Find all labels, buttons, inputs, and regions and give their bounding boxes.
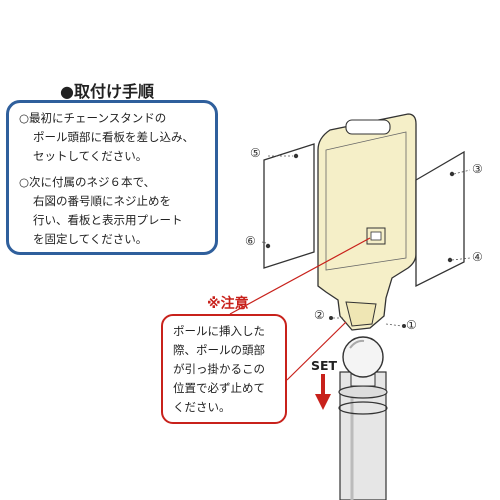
caution-line-4: 位置で必ず止めて: [173, 381, 265, 395]
page-title: ●取付け手順: [60, 82, 154, 101]
step-2: ○次に付属のネジ６本で、 右図の番号順にネジ止めを 行い、看板と表示用プレート …: [19, 173, 183, 249]
caution-text: ポールに挿入した 際、ポールの頭部 が引っ掛かるこの 位置で必ず止めて ください…: [173, 322, 265, 417]
screw-number-1: ①: [406, 318, 417, 332]
screw-number-5: ⑤: [250, 146, 261, 160]
caution-line-3: が引っ掛かるこの: [173, 362, 265, 376]
step-2-line-2: 右図の番号順にネジ止めを: [33, 194, 171, 208]
caution-line-2: 際、ポールの頭部: [173, 343, 265, 357]
caution-pointer-lines: [229, 237, 371, 381]
pole-ball-head: [342, 336, 384, 378]
step-1-line-1: ○最初にチェーンスタンドの: [19, 111, 167, 125]
caution-box: ポールに挿入した 際、ポールの頭部 が引っ掛かるこの 位置で必ず止めて ください…: [161, 314, 287, 424]
step-2-line-3: 行い、看板と表示用プレート: [33, 213, 183, 227]
instruction-box: ○最初にチェーンスタンドの ポール頭部に看板を差し込み、 セットしてください。 …: [6, 100, 218, 255]
step-2-line-4: を固定してください。: [33, 232, 148, 246]
pole: [338, 336, 388, 500]
caution-title: ※注意: [207, 296, 249, 312]
screws: [329, 316, 406, 328]
caution-line-5: ください。: [173, 400, 231, 414]
screw-number-2: ②: [314, 308, 325, 322]
step-1-line-2: ポール頭部に看板を差し込み、: [33, 130, 194, 144]
screw-number-6: ⑥: [245, 234, 256, 248]
left-plate: [261, 143, 315, 269]
set-arrow: [315, 374, 331, 410]
caution-line-1: ポールに挿入した: [173, 324, 265, 338]
step-1: ○最初にチェーンスタンドの ポール頭部に看板を差し込み、 セットしてください。: [19, 109, 194, 166]
screw-number-4: ④: [472, 250, 483, 264]
step-2-line-1: ○次に付属のネジ６本で、: [19, 175, 156, 189]
set-label: SET: [311, 358, 338, 373]
sign-board: [317, 113, 417, 331]
screw-number-3: ③: [472, 162, 483, 176]
right-plate: [415, 150, 471, 288]
sign-handle-hole: [345, 119, 391, 135]
step-1-line-3: セットしてください。: [33, 149, 148, 163]
